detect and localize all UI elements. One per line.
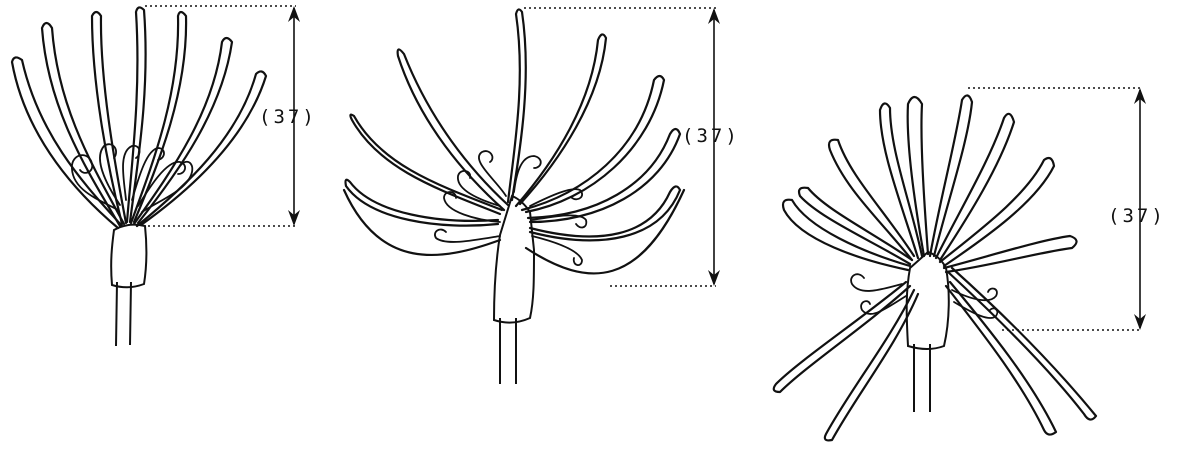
flower-2-dimension-label: (37) [682, 125, 740, 147]
flower-2-drawing [344, 9, 684, 384]
flower-3-dimension-label: (37) [1108, 205, 1166, 227]
flower-1-drawing [12, 7, 266, 346]
flower-3-drawing [774, 95, 1096, 440]
flower-1-dimension-label: (37) [259, 106, 317, 128]
